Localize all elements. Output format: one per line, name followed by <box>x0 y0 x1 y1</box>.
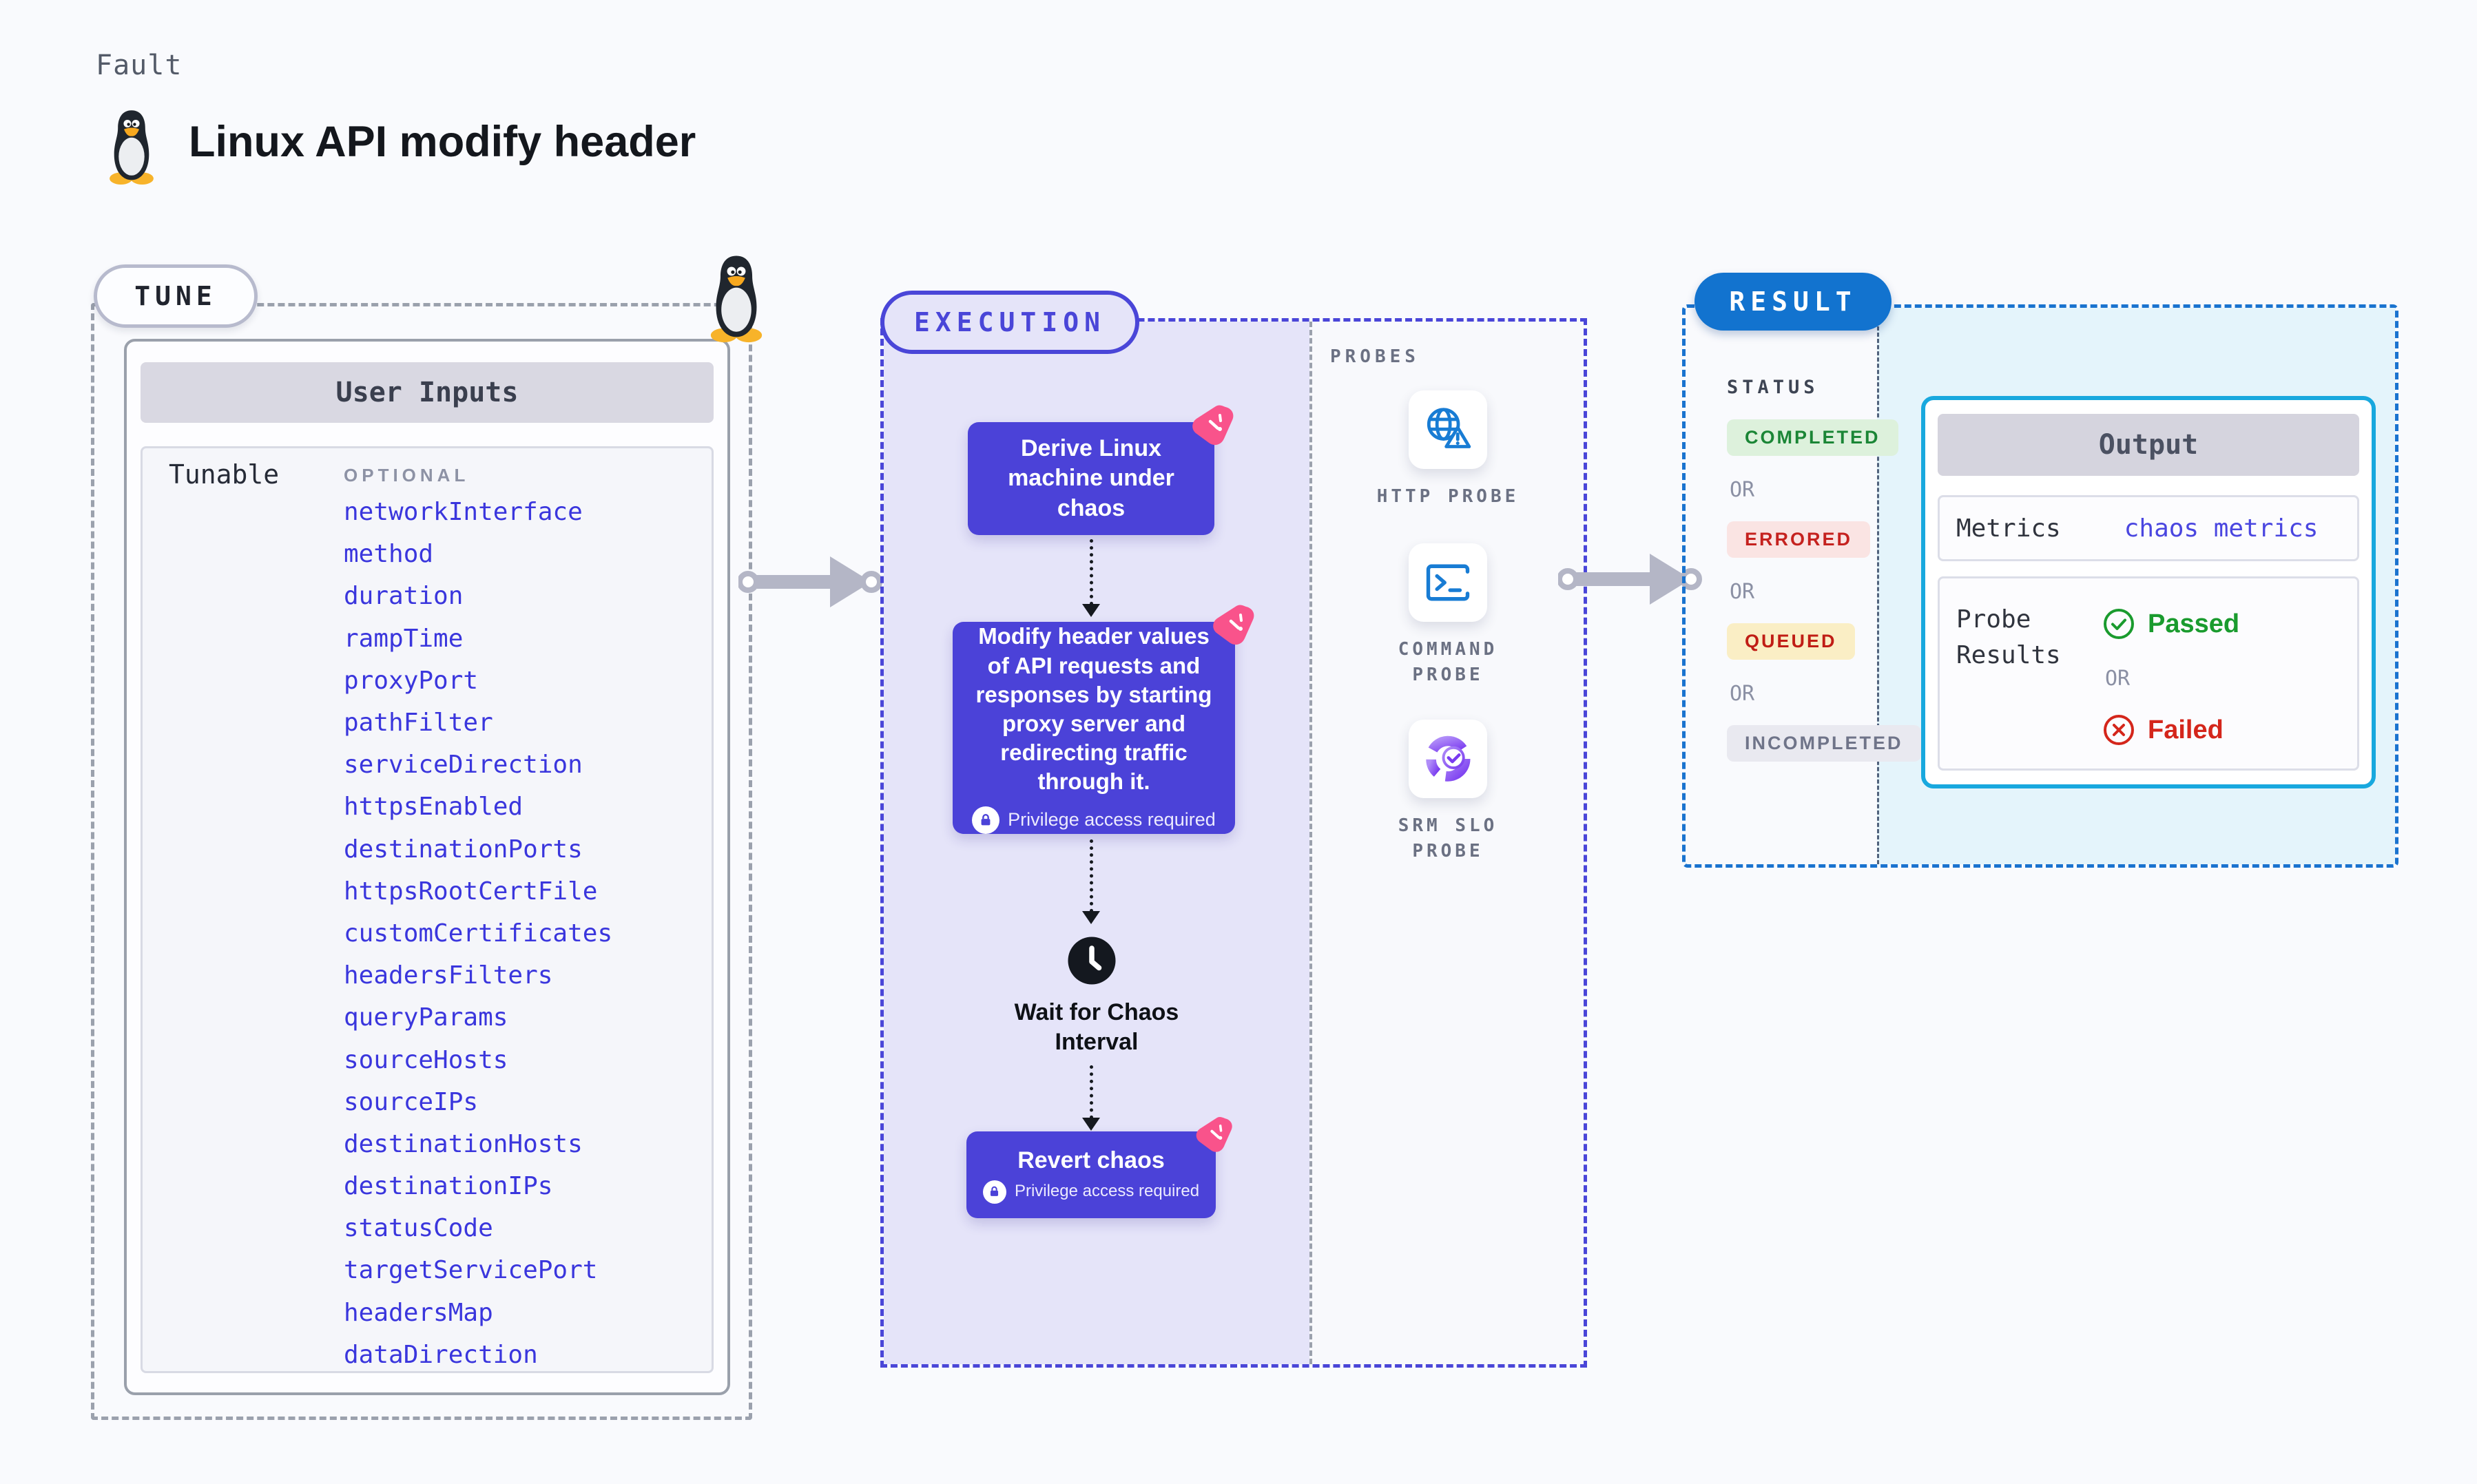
slo-donut-icon <box>1421 732 1475 786</box>
tunables-list: networkInterface method duration rampTim… <box>344 491 612 1376</box>
tunable-link[interactable]: destinationPorts <box>344 835 583 864</box>
linux-tux-icon-small <box>708 252 765 344</box>
status-title: STATUS <box>1727 377 1819 398</box>
wait-step-label: Wait for Chaos Interval <box>1014 999 1179 1055</box>
globe-alert-icon <box>1422 404 1474 456</box>
step-revert-chaos: Revert chaos Privilege access required <box>966 1131 1216 1218</box>
http-probe-label: HTTP PROBE <box>1376 486 1520 507</box>
step-derive-label: Derive Linux machine under chaos <box>1008 435 1174 521</box>
lock-icon <box>982 1180 1006 1204</box>
metrics-row: Metrics chaos metrics <box>1938 495 2359 561</box>
execution-flow-panel: Derive Linux machine under chaos Modify … <box>884 322 1309 1364</box>
tunable-link[interactable]: queryParams <box>344 1003 508 1032</box>
step-revert-label: Revert chaos <box>1017 1147 1165 1174</box>
execution-badge: EXECUTION <box>880 291 1139 354</box>
lock-icon <box>972 806 1000 834</box>
status-badge-queued: QUEUED <box>1727 623 1855 660</box>
check-circle-icon <box>2102 607 2135 640</box>
step-derive-machine: Derive Linux machine under chaos <box>968 422 1214 535</box>
user-inputs-title: User Inputs <box>141 362 714 423</box>
step-modify-label: Modify header values of API requests and… <box>975 623 1212 795</box>
srm-slo-probe-label: SRM SLO PROBE <box>1398 815 1498 861</box>
or-separator: OR <box>1730 682 1755 706</box>
chaos-icon <box>1194 1115 1234 1155</box>
command-probe: COMMAND PROBE <box>1312 543 1584 688</box>
probe-results-row: Probe Results Passed OR Failed <box>1938 576 2359 771</box>
tunable-link[interactable]: duration <box>344 582 464 611</box>
linux-tux-icon <box>101 109 163 185</box>
or-separator: OR <box>2105 667 2131 691</box>
srm-slo-probe-card <box>1409 720 1487 798</box>
tunable-link[interactable]: pathFilter <box>344 709 493 738</box>
tunable-link[interactable]: sourceHosts <box>344 1045 508 1074</box>
tunable-link[interactable]: dataDirection <box>344 1340 538 1369</box>
optional-column-label: OPTIONAL <box>344 465 470 485</box>
output-card: Output Metrics chaos metrics Probe Resul… <box>1921 396 2376 788</box>
status-badge-errored: ERRORED <box>1727 521 1871 558</box>
chaos-metrics-link[interactable]: chaos metrics <box>2124 514 2319 543</box>
tunable-link[interactable]: statusCode <box>344 1214 493 1243</box>
status-badge-incompleted: INCOMPLETED <box>1727 725 1921 762</box>
privilege-note: Privilege access required <box>982 1180 1199 1204</box>
http-probe: HTTP PROBE <box>1312 390 1584 510</box>
passed-result: Passed <box>2102 607 2239 640</box>
command-probe-label: COMMAND PROBE <box>1398 639 1498 685</box>
probes-title: PROBES <box>1330 346 1420 367</box>
tunable-link[interactable]: networkInterface <box>344 498 583 527</box>
tune-badge: TUNE <box>94 264 258 328</box>
tune-to-execution-arrow <box>738 547 883 616</box>
output-title: Output <box>1938 414 2359 476</box>
x-circle-icon <box>2102 713 2135 746</box>
execution-to-result-arrow <box>1558 545 1703 614</box>
srm-slo-probe: SRM SLO PROBE <box>1312 720 1584 864</box>
probes-panel: PROBES HTTP PROBE COMMAND PROBE SRM SLO … <box>1309 322 1584 1364</box>
step-modify-header: Modify header values of API requests and… <box>953 622 1235 834</box>
result-section-frame: STATUS COMPLETED OR ERRORED OR QUEUED OR… <box>1682 304 2398 868</box>
execution-section-frame: Derive Linux machine under chaos Modify … <box>880 318 1587 1368</box>
failed-result: Failed <box>2102 713 2224 746</box>
user-inputs-body: Tunable OPTIONAL networkInterface method… <box>141 446 714 1373</box>
tunable-link[interactable]: httpsEnabled <box>344 793 524 822</box>
probe-results-label: Probe Results <box>1956 605 2061 669</box>
privilege-note: Privilege access required <box>972 806 1216 834</box>
status-list: COMPLETED OR ERRORED OR QUEUED OR INCOMP… <box>1727 419 1921 784</box>
http-probe-card <box>1409 390 1487 469</box>
tunable-link[interactable]: headersFilters <box>344 961 553 990</box>
tune-section-frame <box>91 303 752 1420</box>
chaos-icon <box>1190 403 1235 448</box>
chaos-icon <box>1210 603 1256 648</box>
fault-kicker: Fault <box>96 50 183 81</box>
tunable-link[interactable]: httpsRootCertFile <box>344 877 598 906</box>
terminal-icon <box>1422 556 1474 609</box>
user-inputs-card: User Inputs Tunable OPTIONAL networkInte… <box>124 339 730 1395</box>
tunable-link[interactable]: rampTime <box>344 624 464 653</box>
tunable-link[interactable]: headersMap <box>344 1298 493 1327</box>
tunable-link[interactable]: proxyPort <box>344 666 479 695</box>
flow-connector-down <box>1082 539 1100 617</box>
page-title: Linux API modify header <box>189 118 696 166</box>
flow-connector-down <box>1082 1065 1100 1131</box>
flow-connector-down <box>1082 839 1100 924</box>
status-badge-completed: COMPLETED <box>1727 419 1898 456</box>
or-separator: OR <box>1730 580 1755 604</box>
or-separator: OR <box>1730 478 1755 502</box>
metrics-label: Metrics <box>1956 514 2061 543</box>
tunable-row-label: Tunable <box>169 459 280 490</box>
command-probe-card <box>1409 543 1487 622</box>
tunable-link[interactable]: serviceDirection <box>344 751 583 780</box>
tunable-link[interactable]: destinationHosts <box>344 1129 583 1158</box>
tunable-link[interactable]: destinationIPs <box>344 1172 553 1201</box>
tunable-link[interactable]: targetServicePort <box>344 1256 598 1285</box>
result-badge: RESULT <box>1694 273 1892 331</box>
tunable-link[interactable]: method <box>344 540 434 569</box>
tunable-link[interactable]: customCertificates <box>344 919 613 948</box>
clock-icon <box>1067 936 1117 985</box>
tunable-link[interactable]: sourceIPs <box>344 1087 479 1116</box>
